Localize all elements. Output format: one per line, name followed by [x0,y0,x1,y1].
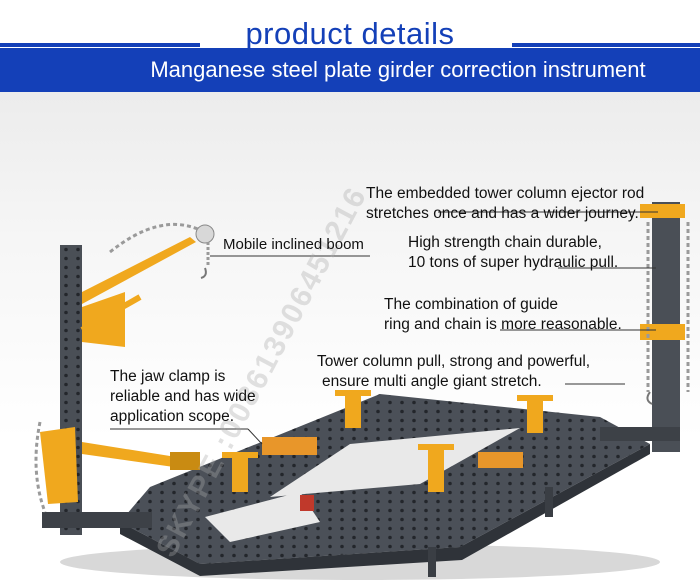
annotation-tower-pull: Tower column pull, strong and powerful, … [317,352,590,392]
header-band [0,0,700,48]
annotation-line: ring and chain is more reasonable. [384,316,622,333]
bench-leg [428,547,436,577]
left-tower [34,222,215,535]
header-banner: product details Manganese steel plate gi… [0,0,700,92]
annotation-line: The embedded tower column ejector rod [366,185,645,202]
page-subtitle: Manganese steel plate girder correction … [150,57,646,82]
annotation-leader-lines [110,211,658,445]
annotation-boom: Mobile inclined boom [223,236,364,253]
annotation-line: The combination of guide [384,296,559,313]
annotation-guide: The combination of guide ring and chain … [384,295,622,335]
bench-leg [545,487,553,517]
product-photo: SKYPE :008613906451216 The embedded towe… [0,92,700,588]
annotation-jaw: The jaw clamp is reliable and has wide a… [110,367,256,427]
annotation-line: application scope. [110,408,235,425]
clamp-stands [222,390,553,492]
annotation-line: High strength chain durable, [408,234,602,251]
header-rule-right [512,43,700,47]
right-tower [600,202,690,452]
annotation-line: stretches once and has a wider journey. [366,205,639,222]
bench-platform [120,394,650,576]
annotation-line: 10 tons of super hydraulic pull. [408,254,619,271]
header-rule-left [0,43,200,47]
annotation-tower-rod: The embedded tower column ejector rod st… [366,184,644,224]
annotation-line: Tower column pull, strong and powerful, [317,353,591,370]
frame-machine-illustration [34,202,690,580]
hydraulic-pump [300,495,314,511]
annotation-line: The jaw clamp is [110,368,226,385]
annotation-line: reliable and has wide [110,388,256,405]
page-title: product details [245,16,455,51]
annotation-chain: High strength chain durable, 10 tons of … [408,233,618,273]
annotation-line: ensure multi angle giant stretch. [322,373,542,390]
